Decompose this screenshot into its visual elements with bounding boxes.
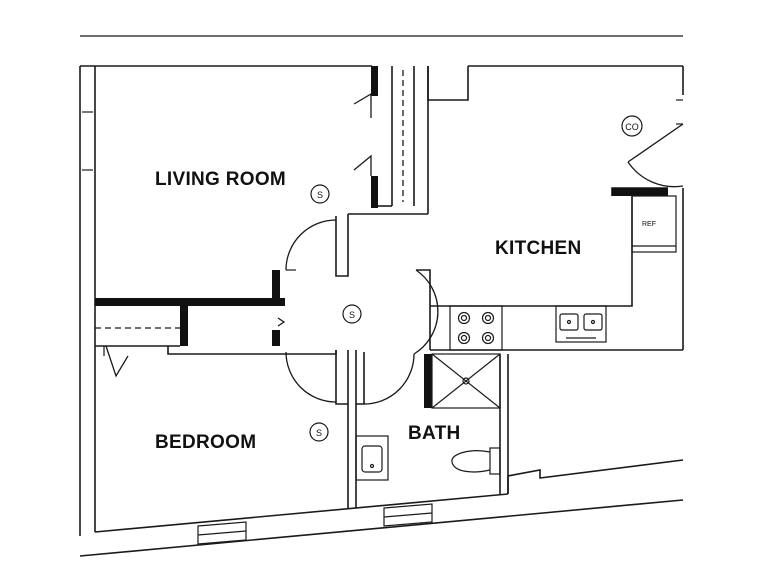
co-detector-label: CO (625, 122, 639, 132)
toilet (451, 447, 501, 475)
kitchen-fixtures: REF (430, 123, 684, 351)
smoke-detector-living: S (310, 184, 330, 204)
kitchen-label: KITCHEN (495, 238, 582, 259)
refrigerator (631, 195, 677, 253)
bedroom-label: BEDROOM (155, 432, 256, 453)
shower (431, 353, 501, 409)
closet-living-room (335, 66, 429, 277)
stove (449, 305, 503, 351)
living-bedroom-partition (95, 270, 337, 378)
kitchen-sink (555, 305, 607, 343)
smoke-detector-bedroom: S (309, 422, 329, 442)
bath-sink (355, 435, 389, 481)
bath-fixtures (347, 353, 509, 508)
co-detector-kitchen: CO (621, 115, 643, 137)
living-room-label: LIVING ROOM (155, 169, 286, 190)
smoke-detector-hall: S (342, 304, 362, 324)
smoke-detector-label: S (316, 428, 322, 438)
smoke-detector-label: S (317, 190, 323, 200)
refrigerator-label: REF (642, 221, 656, 228)
exterior-walls (79, 65, 684, 557)
smoke-detector-label: S (349, 310, 355, 320)
bath-label: BATH (408, 423, 461, 444)
hall-doors (285, 219, 439, 405)
